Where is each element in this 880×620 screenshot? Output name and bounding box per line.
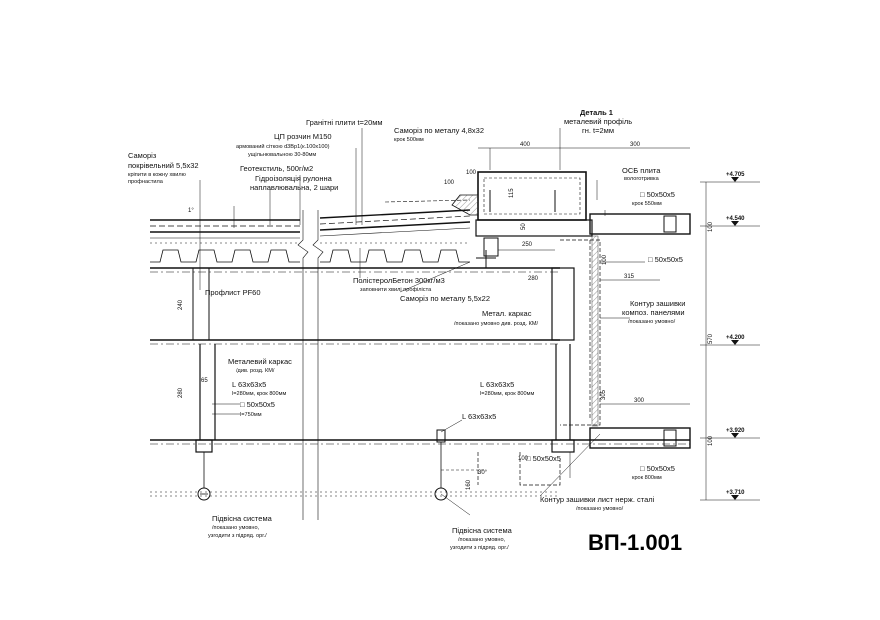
level-3710: +3.710	[726, 490, 745, 496]
dim-100b: 100	[466, 170, 477, 176]
label-tube-800: □ 50х50х5	[640, 464, 675, 473]
label-osb: ОСБ плита	[622, 166, 661, 175]
dim-1deg: 1°	[188, 208, 194, 214]
label-osb-sub: вологотривка	[624, 176, 660, 182]
left-column	[192, 267, 216, 501]
level-markers	[731, 177, 739, 500]
break-lines	[297, 210, 324, 520]
dim-100e: 100	[708, 435, 714, 446]
level-3920: +3.920	[726, 428, 745, 434]
label-angle-mid-sub: l=280мм, крок 800мм	[480, 391, 534, 397]
label-angle-mid: L 63х63х5	[480, 380, 514, 389]
label-detail-2: гн. t=2мм	[582, 126, 614, 135]
label-panels-1: Контур зашивки	[630, 299, 685, 308]
label-cp-sub1: армований сіткою d3Вр1(к.100х100)	[236, 143, 330, 150]
label-panels-3: /показано умовно/	[628, 319, 676, 325]
dim-100d: 100	[708, 221, 714, 232]
panel-contour	[477, 239, 601, 486]
label-susp-mid-1: /показано умовно,	[458, 537, 506, 543]
dim-305: 305	[601, 389, 607, 400]
dim-50: 50	[521, 223, 527, 230]
label-tube-a: □ 50х50х5	[648, 255, 683, 264]
label-hydro-2: наплавлювальна, 2 шари	[250, 183, 338, 192]
label-detail-1: металевий профіль	[564, 117, 632, 126]
label-steel-contour: Контур зашивки лист нерж. сталі	[540, 495, 655, 504]
right-frame	[476, 237, 575, 453]
label-tube-750: □ 50х50х5	[240, 400, 275, 409]
dim-280v: 280	[178, 387, 184, 398]
label-angle-mid2: L 63х63х5	[462, 412, 496, 421]
sheet-code: ВП-1.001	[588, 530, 682, 555]
leaders	[199, 128, 645, 497]
label-profnastil: Профлист PF60	[205, 288, 261, 297]
label-screw-roof: Саморіз	[128, 151, 157, 160]
label-detail-title: Деталь 1	[580, 108, 613, 117]
roof-layers	[150, 199, 471, 244]
label-panels-2: композ. панелями	[622, 308, 685, 317]
label-polystyrene: ПолістеролБетон 300кг/м3	[353, 276, 445, 285]
label-susp-mid: Підвісна система	[452, 526, 513, 535]
dim-30deg: 30°	[478, 470, 488, 476]
label-screw-roof-1: покрівельний 5,5х32	[128, 161, 199, 170]
level-4540: +4.540	[726, 216, 745, 222]
dim-400: 400	[520, 142, 531, 148]
label-geotextile: Геотекстиль, 500г/м2	[240, 164, 313, 173]
cantilever	[589, 213, 691, 449]
label-polystyrene-sub: заповнити хвилі профіліста	[360, 287, 432, 293]
label-tube-750-sub: l=750мм	[240, 412, 262, 418]
label-cp-sub2: ущільнювальною 30-80мм	[248, 152, 316, 158]
dim-240: 240	[178, 299, 184, 310]
label-frame-right-sub: /показано умовно див. розд. КМ/	[454, 321, 539, 327]
label-susp-left-2: узгодити з підряд. орг./	[208, 533, 267, 539]
profiled-sheet	[150, 249, 470, 263]
label-frame-left: Металевий каркас	[228, 357, 292, 366]
label-tube-800-sub: крок 800мм	[632, 475, 662, 481]
label-angle-left-sub: l=280мм, крок 800мм	[232, 391, 286, 397]
dim-280: 280	[528, 276, 539, 282]
label-susp-left-1: /показано умовно,	[212, 525, 260, 531]
dim-100c: 100	[602, 254, 608, 265]
label-tube-550: □ 50х50х5	[640, 190, 675, 199]
dim-315: 315	[624, 274, 635, 280]
label-susp-left: Підвісна система	[212, 514, 273, 523]
dim-100f: 100	[518, 456, 529, 462]
dim-lines	[478, 147, 760, 501]
label-tube-550-sub: крок 550мм	[632, 201, 662, 207]
dim-115: 115	[509, 188, 515, 198]
dim-250: 250	[522, 242, 533, 248]
beam-lines	[150, 267, 690, 497]
dim-570: 570	[708, 333, 714, 344]
label-screw-metal: Саморіз по металу 4,8х32	[394, 126, 484, 135]
label-angle-left: L 63х63х5	[232, 380, 266, 389]
label-screw-roof-3: профнастила	[128, 179, 164, 185]
label-frame-left-sub: /див. розд. КМ/	[236, 368, 275, 374]
label-screw-roof-2: кріпити в кожну хвилю	[128, 172, 186, 178]
label-steel-contour-sub: /показано умовно/	[576, 506, 624, 512]
label-cp: ЦП розчин М150	[274, 132, 332, 141]
dim-65: 65	[201, 378, 208, 384]
label-granite: Гранітні плити t=20мм	[306, 118, 383, 127]
label-susp-mid-2: узгодити з підряд. орг./	[450, 545, 509, 551]
dim-300a: 300	[630, 142, 641, 148]
dim-300b: 300	[634, 398, 645, 404]
label-hydro-1: Гідроізоляція рулонна	[255, 174, 333, 183]
level-4200: +4.200	[726, 335, 745, 341]
dim-160: 160	[466, 479, 472, 490]
dim-100a: 100	[444, 180, 455, 186]
level-4705: +4.705	[726, 172, 745, 178]
label-screw-metal-sub: крок 500мм	[394, 137, 424, 143]
label-screw-522: Саморіз по металу 5,5х22	[400, 294, 490, 303]
detail-1-box	[451, 171, 593, 237]
label-tube-b: □ 50х50х5	[526, 454, 561, 463]
panel-hatch	[591, 235, 599, 427]
label-frame-right: Метал. каркас	[482, 309, 532, 318]
